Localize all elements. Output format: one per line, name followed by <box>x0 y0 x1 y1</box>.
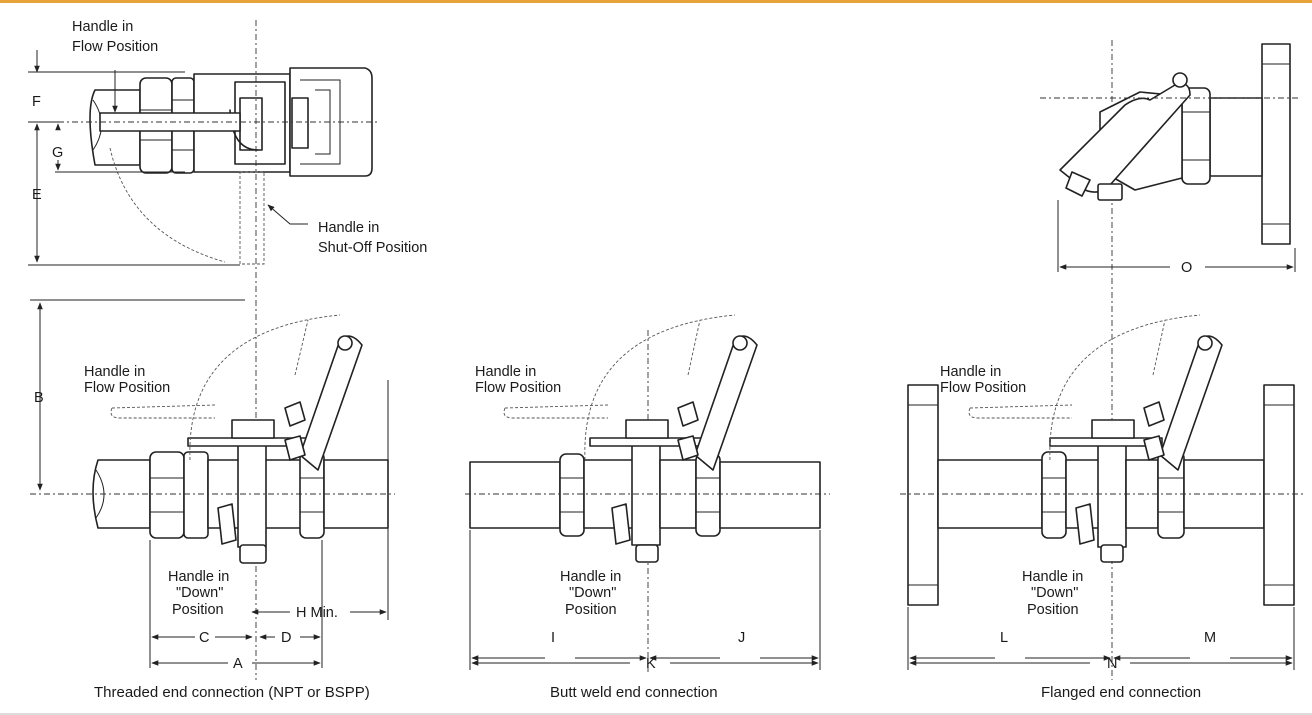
dim-h-label: H Min. <box>296 605 338 621</box>
threaded-handle-down-label-line3: Position <box>172 602 224 618</box>
dim-i-label: I <box>551 630 555 646</box>
flanged-handle-flow-label-line1: Handle in <box>940 364 1001 380</box>
buttweld-handle-down-label-line1: Handle in <box>560 569 621 585</box>
buttweld-handle-down-label-line3: Position <box>565 602 617 618</box>
dim-k-label: K <box>646 656 656 672</box>
top-handle-flow-label-line2: Flow Position <box>72 39 158 55</box>
dim-d-label: D <box>281 630 291 646</box>
top-view-drawing <box>28 50 380 266</box>
bottom-rule <box>0 713 1312 715</box>
top-handle-flow-label-line1: Handle in <box>72 19 133 35</box>
dim-g-label: G <box>52 145 63 161</box>
buttweld-handle-flow-label-line2: Flow Position <box>475 380 561 396</box>
threaded-handle-flow-label-line1: Handle in <box>84 364 145 380</box>
dim-n-label: N <box>1107 656 1117 672</box>
dim-o-label: O <box>1181 260 1192 276</box>
dim-a-label: A <box>233 656 243 672</box>
dim-j-label: J <box>738 630 745 646</box>
dim-f-label: F <box>32 94 41 110</box>
dim-m-label: M <box>1204 630 1216 646</box>
buttweld-view-drawing <box>465 314 830 670</box>
buttweld-caption: Butt weld end connection <box>550 684 718 701</box>
flanged-top-view-drawing <box>1040 43 1300 272</box>
top-handle-shutoff-label-line2: Shut-Off Position <box>318 240 427 256</box>
threaded-handle-down-label-line1: Handle in <box>168 569 229 585</box>
threaded-handle-down-label-line2: "Down" <box>176 585 223 601</box>
threaded-view-drawing <box>30 299 395 668</box>
dim-c-label: C <box>199 630 209 646</box>
buttweld-handle-down-label-line2: "Down" <box>569 585 616 601</box>
flanged-handle-down-label-line2: "Down" <box>1031 585 1078 601</box>
dim-e-label: E <box>32 187 42 203</box>
top-handle-shutoff-label-line1: Handle in <box>318 220 379 236</box>
threaded-handle-flow-label-line2: Flow Position <box>84 380 170 396</box>
threaded-caption: Threaded end connection (NPT or BSPP) <box>94 684 370 701</box>
buttweld-handle-flow-label-line1: Handle in <box>475 364 536 380</box>
flanged-caption: Flanged end connection <box>1041 684 1201 701</box>
dim-b-label: B <box>34 390 44 406</box>
flanged-handle-down-label-line1: Handle in <box>1022 569 1083 585</box>
flanged-handle-flow-label-line2: Flow Position <box>940 380 1026 396</box>
flanged-view-drawing <box>900 314 1305 670</box>
dim-l-label: L <box>1000 630 1008 646</box>
accent-bar <box>0 0 1312 3</box>
flanged-handle-down-label-line3: Position <box>1027 602 1079 618</box>
